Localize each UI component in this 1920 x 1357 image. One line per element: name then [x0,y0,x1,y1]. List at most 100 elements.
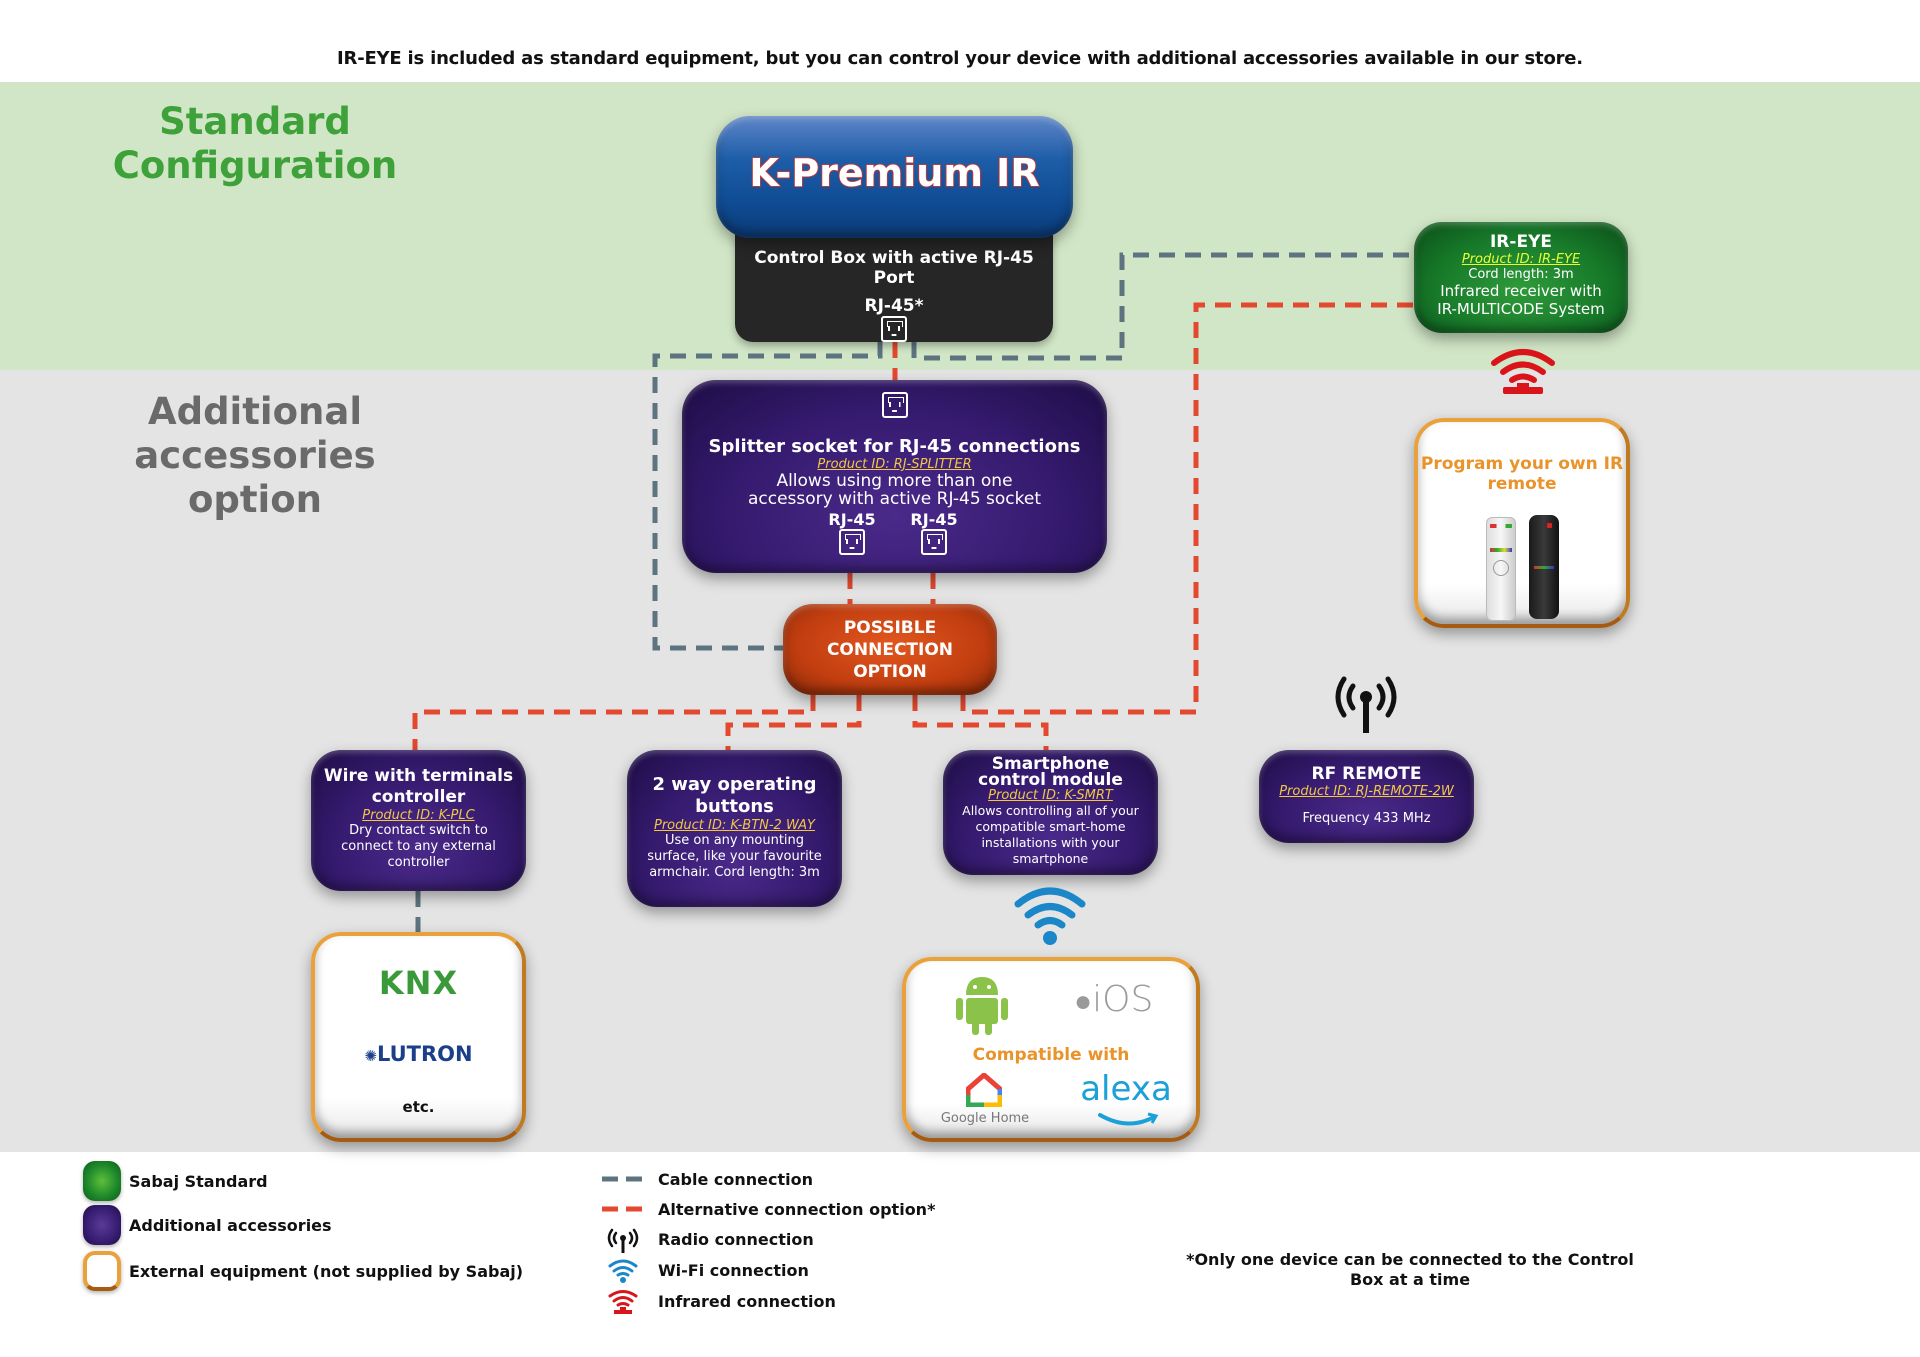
infrared-icon [608,1289,638,1314]
legend-item-cable: Cable connection [600,1164,935,1194]
alt-line-possible-to-twoway [725,695,862,750]
accessory-title: RF REMOTE [1311,764,1422,784]
lutron-sun-icon: ✺ [364,1047,377,1065]
legend-label: External equipment (not supplied by Saba… [129,1261,524,1281]
alt-line-possible-to-smart [912,695,1049,750]
compatible-with-label: Compatible with [972,1045,1130,1065]
legend-boxes: Sabaj Standard Additional accessories Ex… [83,1160,523,1292]
legend-label: Radio connection [658,1230,814,1249]
cable-dash-icon [602,1176,644,1182]
program-remote-title-1: Program your own IR [1420,454,1624,474]
k-premium-device: K-Premium IR [716,116,1073,238]
alt-line-possible-to-ireye [960,302,1414,715]
apple-icon: ● [1074,984,1093,1019]
wifi-icon [608,1259,638,1283]
lutron-logo: ✺LUTRON [315,1042,522,1066]
accessory-desc: Frequency 433 MHz [1302,811,1431,826]
accessory-rf-remote: RF REMOTE Product ID: RJ-REMOTE-2W Frequ… [1259,750,1474,843]
cable-line-controlbox-to-possible [652,342,883,651]
legend-item-alternative: Alternative connection option* [600,1194,935,1224]
wifi-icon [1014,887,1086,945]
splitter-port-right: RJ-45 [904,510,964,559]
intro-note: IR-EYE is included as standard equipment… [337,48,1583,69]
accessory-desc: installations with your [981,835,1120,850]
splitter-desc-1: Allows using more than one [776,471,1013,491]
accessory-title: buttons [695,796,774,817]
google-home-icon [966,1073,1002,1107]
splitter-port-left-label: RJ-45 [828,510,876,529]
possible-line-1: POSSIBLE [843,618,937,638]
external-controllers-box: KNX ✺LUTRON etc. [311,932,526,1142]
accessory-two-way-buttons: 2 way operating buttons Product ID: K-BT… [627,750,842,907]
alternative-dash-icon [602,1206,644,1212]
accessory-product-id[interactable]: Product ID: K-PLC [362,808,475,823]
splitter-product-id[interactable]: Product ID: RJ-SPLITTER [817,457,972,472]
accessory-product-id[interactable]: Product ID: K-BTN-2 WAY [654,818,815,833]
accessory-desc: Use on any mounting [664,833,805,848]
control-box-label: Control Box with active RJ-45 Port [754,248,1034,288]
legend-item-external: External equipment (not supplied by Saba… [83,1250,523,1292]
possible-line-3: OPTION [853,662,927,682]
splitter-desc-2: accessory with active RJ-45 socket [747,489,1042,509]
accessory-product-id[interactable]: Product ID: K-SMRT [988,788,1113,803]
legend-label: Sabaj Standard [129,1171,268,1191]
rj45-port-icon [839,529,865,555]
ir-eye-title: IR-EYE [1489,232,1552,252]
accessory-title: Smartphone [991,754,1110,774]
accessory-desc: Dry contact switch to [349,823,488,838]
accessory-desc: Allows controlling all of your [962,803,1139,818]
accessory-wire-terminals: Wire with terminals controller Product I… [311,750,526,891]
rj45-port-icon [881,316,907,342]
legend-item-wifi: Wi-Fi connection [600,1255,935,1286]
legend-label: Wi-Fi connection [658,1261,809,1280]
ir-eye-cord: Cord length: 3m [1468,267,1574,282]
ir-eye-box: IR-EYE Product ID: IR-EYE Cord length: 3… [1414,222,1628,333]
rj45-port-icon [921,529,947,555]
ios-logo-text: iOS [1092,979,1154,1020]
ir-eye-product-id[interactable]: Product ID: IR-EYE [1461,252,1581,267]
alexa-logo: alexa [1076,1069,1176,1109]
accessory-product-id[interactable]: Product ID: RJ-REMOTE-2W [1279,784,1454,799]
device-title: K-Premium IR [749,150,1041,196]
accessory-title: Wire with terminals [323,766,514,786]
possible-connection-option: POSSIBLE CONNECTION OPTION [783,604,997,695]
standard-configuration-heading: Standard Configuration [112,100,398,187]
accessory-desc: smartphone [1012,851,1089,866]
legend-item-radio: Radio connection [600,1224,935,1255]
knx-logo-text: KNX [378,964,459,1002]
accessory-smartphone-module: Smartphone control module Product ID: K-… [943,750,1158,875]
infrared-icon [1491,349,1555,394]
accessory-desc: controller [387,855,450,870]
legend-item-standard: Sabaj Standard [83,1160,523,1202]
radio-icon [607,1228,639,1253]
compatibility-box: ●iOS Compatible with Google Home alexa [902,957,1200,1142]
legend-label: Additional accessories [129,1215,332,1235]
accessory-desc: surface, like your favourite [647,849,822,864]
knx-logo: KNX [315,964,522,1002]
accessory-desc: armchair. Cord length: 3m [649,865,820,880]
android-icon [956,977,1008,1035]
splitter-port-right-label: RJ-45 [910,510,958,529]
legend-purple-swatch [83,1205,121,1245]
accessory-title: controller [371,787,466,807]
google-home-label: Google Home [940,1111,1030,1126]
etc-label: etc. [402,1098,435,1116]
splitter-box: Splitter socket for RJ-45 connections Pr… [682,380,1107,573]
accessory-title: 2 way operating [652,774,817,795]
legend-label: Alternative connection option* [658,1199,936,1219]
legend-connections: Cable connection Alternative connection … [600,1164,935,1317]
legend-item-accessories: Additional accessories [83,1204,523,1246]
accessory-title: control module [978,770,1123,790]
radio-icon [1335,676,1397,733]
legend-item-infrared: Infrared connection [600,1286,935,1317]
legend-label: Infrared connection [658,1292,836,1311]
cable-line-controlbox-to-ireye [911,252,1414,361]
splitter-port-left: RJ-45 [822,510,882,559]
alt-line-possible-to-wire [412,695,816,750]
white-remote-image [1486,517,1516,621]
program-remote-title-2: remote [1487,474,1557,494]
splitter-title: Splitter socket for RJ-45 connections [708,436,1081,457]
black-remote-image [1529,515,1559,619]
accessory-desc: compatible smart-home [975,819,1126,834]
